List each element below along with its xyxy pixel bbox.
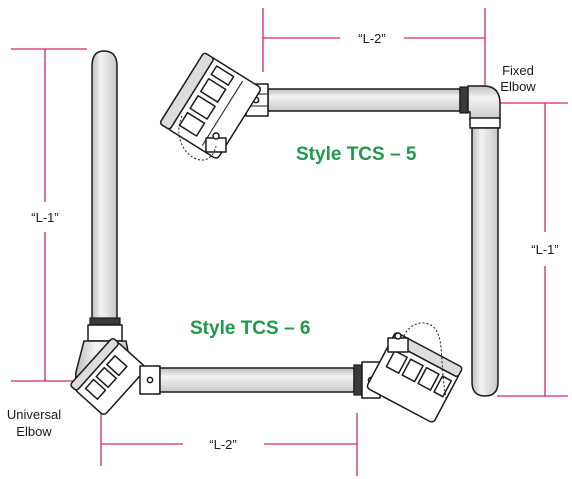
universal-elbow-label-line2: Elbow <box>16 424 52 439</box>
tcs6-vertical-tube <box>91 50 118 323</box>
tcs6-elbow-head <box>70 337 146 415</box>
tcs6-assembly <box>70 50 463 423</box>
tcs5-horizontal-tube <box>267 88 461 112</box>
tcs6-horizontal-tube <box>159 367 355 393</box>
dimension-lines <box>11 8 568 476</box>
tcs5-vertical-tube <box>471 127 499 397</box>
universal-elbow-label-line1: Universal <box>7 407 61 422</box>
l2-bottom-label: “L-2” <box>209 437 236 452</box>
fixed-elbow-label-line2: Elbow <box>500 79 536 94</box>
tcs6-title: Style TCS – 6 <box>190 318 310 339</box>
tcs5-connection-head <box>159 52 261 159</box>
fixed-elbow-label-line1: Fixed <box>502 63 534 78</box>
tcs6-connection-head <box>366 332 463 423</box>
l2-top-label: “L-2” <box>358 31 385 46</box>
tcs5-assembly <box>159 52 501 397</box>
l1-left-label: “L-1” <box>31 210 58 225</box>
fixed-elbow-fitting <box>467 85 501 121</box>
l1-right-label: “L-1” <box>531 242 558 257</box>
tcs5-title: Style TCS – 5 <box>296 144 417 165</box>
